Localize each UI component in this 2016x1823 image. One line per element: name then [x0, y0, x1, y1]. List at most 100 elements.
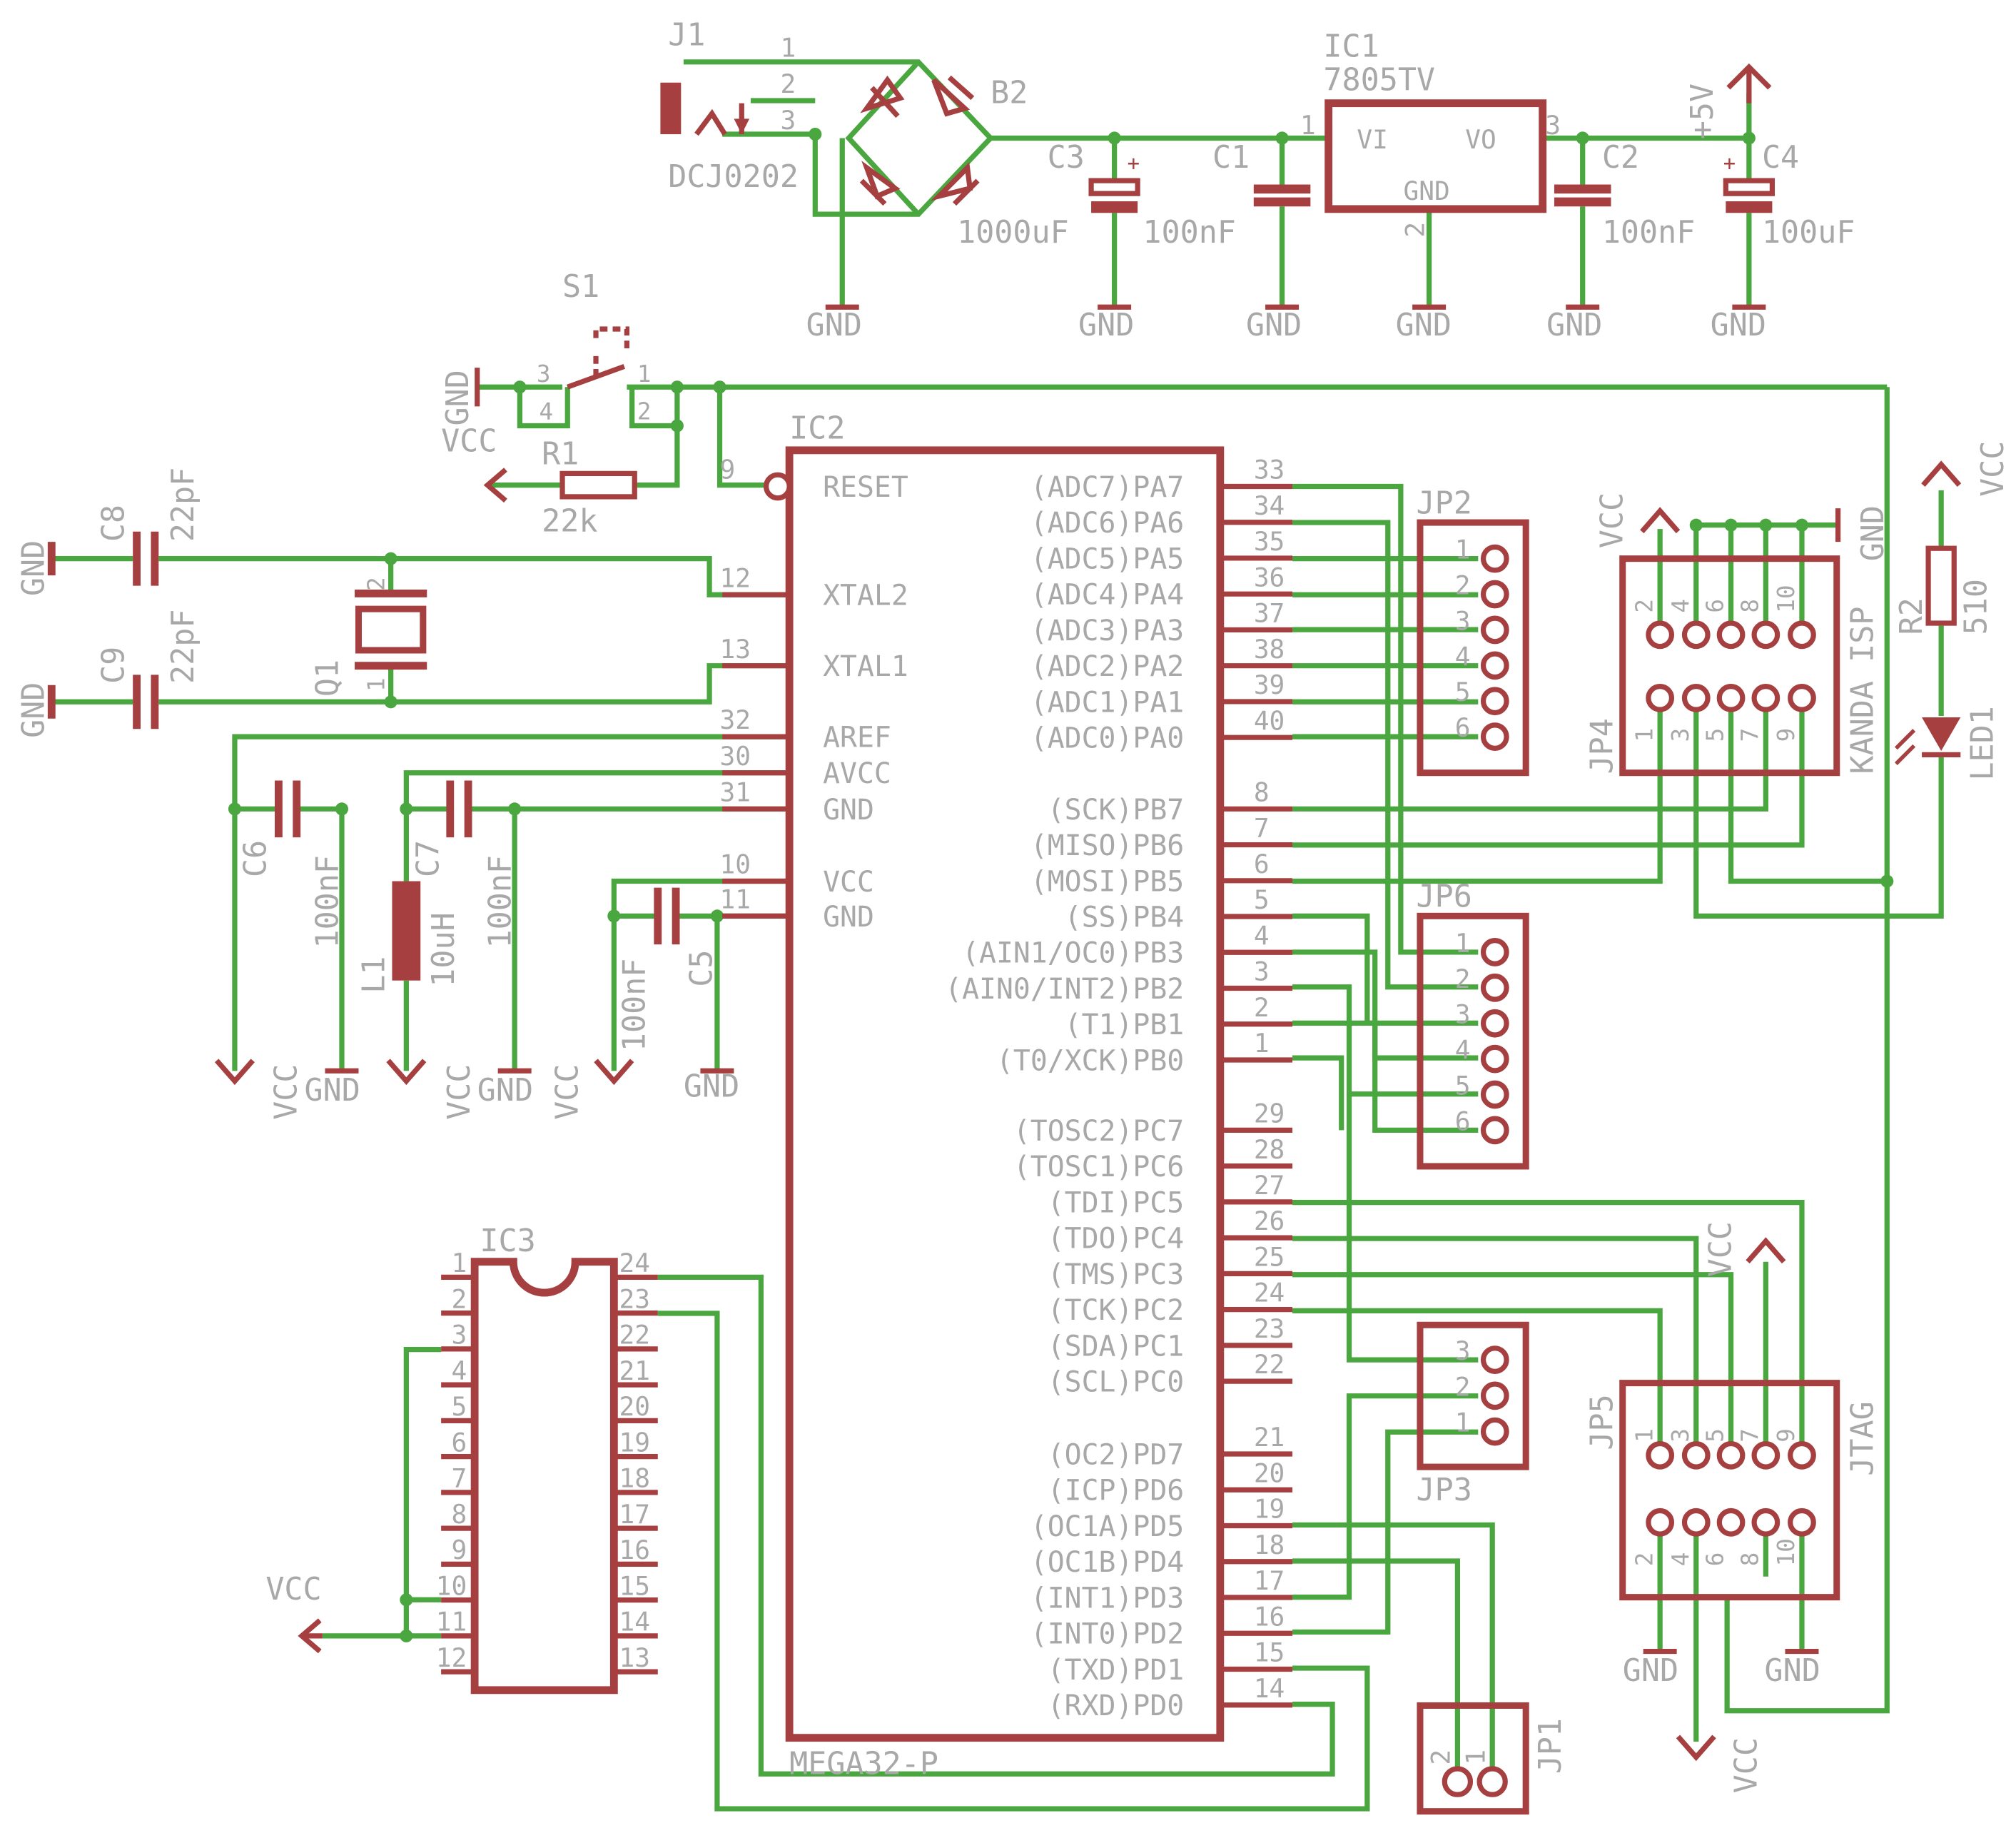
jp6-pad: [1480, 1044, 1509, 1074]
jp3-pin-num: 2: [1455, 1371, 1471, 1402]
c5-value: 100nF: [617, 959, 653, 1052]
ic3-left-pin: 1: [452, 1248, 467, 1278]
c4-value: 100uF: [1762, 215, 1855, 251]
ic2-right-pin-name: (ICP)PD6: [1048, 1475, 1184, 1508]
ic2-left-pin-num: 30: [720, 741, 751, 772]
c2-ref: C2: [1602, 140, 1639, 176]
ic2-left-pin-name: GND: [823, 901, 874, 934]
ic3-right-pin: 18: [619, 1463, 651, 1494]
c1-capacitor: C1 100nF: [1143, 140, 1311, 251]
ic2-right-pin-num: 29: [1254, 1099, 1285, 1129]
ic3-right-pin: 17: [619, 1499, 651, 1530]
gnd-label-c5: GND: [684, 1069, 739, 1104]
ic3-left-pin: 11: [436, 1607, 467, 1637]
jp6-pad: [1480, 1116, 1509, 1145]
jp2-pin-num: 1: [1455, 535, 1471, 565]
plus5v-label: +5V: [1685, 84, 1721, 139]
c3-value: 1000uF: [957, 215, 1069, 251]
ic2-right-pin-num: 34: [1254, 490, 1285, 521]
jp3-pad: [1480, 1381, 1509, 1410]
jp4-pad: [1751, 620, 1781, 650]
s1-ref: S1: [562, 269, 599, 305]
jp6-pin-num: 3: [1455, 999, 1471, 1030]
c7-ref: C7: [411, 840, 447, 877]
ic2-right-pin-num: 25: [1254, 1241, 1285, 1272]
ic1-ref: IC1: [1323, 29, 1379, 65]
jp2-pin-num: 6: [1455, 712, 1471, 743]
c6-ref: C6: [238, 840, 273, 877]
s1-reset-switch: S1 3 4 1 2 GND VCC: [440, 269, 651, 460]
ic2-right-pin-num: 2: [1254, 992, 1270, 1023]
ic2-right-pin-name: (OC1A)PD5: [1030, 1510, 1184, 1543]
ic2-right-pin-name: (SDA)PC1: [1048, 1330, 1184, 1363]
ic2-right-pin-name: (TOSC2)PC7: [1013, 1115, 1184, 1148]
jp5-pad: [1716, 1440, 1746, 1470]
ic2-right-pin-name: (TOSC1)PC6: [1013, 1151, 1184, 1183]
q1-pin1: 1: [363, 677, 390, 692]
ic2-right-pin-num: 14: [1254, 1673, 1285, 1704]
c4-ref: C4: [1762, 140, 1799, 176]
c3-capacitor: + C3 1000uF: [957, 140, 1140, 251]
ic2-left-pin-name: AVCC: [823, 757, 891, 790]
c3-ref: C3: [1048, 140, 1085, 176]
jp5-pin-num: 7: [1737, 1428, 1764, 1443]
jp3-pad: [1480, 1417, 1509, 1446]
ic2-right-pin-name: (ADC5)PA5: [1030, 542, 1184, 575]
gnd-label-c3: GND: [1078, 308, 1134, 343]
l1-value: 10uH: [426, 912, 462, 986]
jp4-pad: [1646, 683, 1675, 712]
ic1-pin1: 1: [1300, 110, 1316, 141]
jp4-pin-num: 9: [1773, 728, 1800, 742]
ic2-right-pin-num: 19: [1254, 1494, 1285, 1525]
analog-supply-symbols: VCC GND VCC GND VCC GND: [214, 1059, 739, 1120]
c5-capacitor: C5 100nF: [617, 887, 720, 1052]
c8-ref: C8: [96, 505, 132, 542]
ic2-right-pin-num: 8: [1254, 777, 1270, 807]
vcc-label-vcc: VCC: [550, 1064, 586, 1120]
jp5-pin-num: 2: [1631, 1552, 1658, 1567]
ic2-right-pin-name: (AIN0/INT2)PB2: [945, 973, 1184, 1006]
wires: [51, 59, 1944, 1812]
c2-capacitor: C2 100nF: [1554, 140, 1695, 251]
ic3-left-pin: 6: [452, 1427, 467, 1458]
jp3-pin-num: 3: [1455, 1335, 1471, 1366]
ic2-left-pin-num: 9: [720, 455, 736, 485]
jp4-title: KANDA ISP: [1845, 607, 1880, 774]
jp5-pad: [1646, 1508, 1675, 1537]
junctions: [228, 127, 1894, 1642]
ic2-right-pin-name: (MOSI)PB5: [1030, 865, 1184, 898]
jp5-vcc-label-bottom: VCC: [1729, 1737, 1765, 1793]
ic2-right-pin-num: 17: [1254, 1565, 1285, 1596]
ic2-left-pin-name: XTAL1: [823, 650, 908, 683]
ic2-right-pin-num: 24: [1254, 1278, 1285, 1308]
ic3-right-pin: 14: [619, 1607, 651, 1637]
r2-ref: R2: [1894, 597, 1930, 635]
s1-pin4: 4: [540, 398, 554, 425]
jp3-pin-num: 1: [1455, 1408, 1471, 1438]
ic2-right-pin-num: 33: [1254, 455, 1285, 485]
r1-resistor: R1 22k: [483, 437, 637, 540]
ic2-right-pin-name: (TXD)PD1: [1048, 1654, 1184, 1687]
plus5v-supply: +5V: [1685, 63, 1772, 139]
s1-pin3: 3: [537, 360, 551, 388]
r1-value: 22k: [542, 504, 597, 540]
jp4-pad: [1681, 683, 1711, 712]
gnd-label-c7: GND: [477, 1073, 533, 1109]
c6-value: 100nF: [310, 855, 346, 949]
ic1-pin-vi: VI: [1357, 124, 1387, 155]
jp1-pin-num: 1: [1460, 1749, 1491, 1765]
ic3-right-pin: 21: [619, 1355, 651, 1386]
jp1-pad: [1476, 1766, 1508, 1797]
jp4-pad: [1751, 683, 1781, 712]
ic2-right-pin-num: 36: [1254, 562, 1285, 592]
jp5-pin-num: 10: [1773, 1538, 1800, 1566]
ic2-right-pin-name: (ADC4)PA4: [1030, 579, 1184, 612]
jp2-pad: [1480, 687, 1509, 716]
q1-ref: Q1: [310, 660, 346, 697]
c9-gnd-label: GND: [16, 682, 51, 738]
ic2-right-pin-name: (TMS)PC3: [1048, 1258, 1184, 1291]
jp6-pin-num: 5: [1455, 1070, 1471, 1101]
ic2-right-pin-num: 39: [1254, 670, 1285, 700]
